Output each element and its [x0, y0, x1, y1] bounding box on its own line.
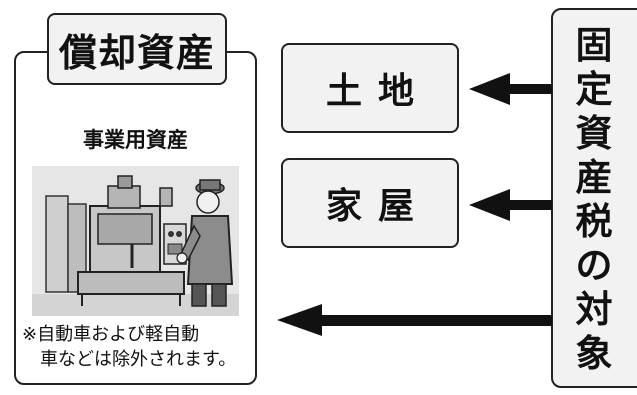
arrow-to-land-head	[469, 73, 510, 105]
arrow-to-depreciable-shaft	[318, 315, 552, 326]
fixed-asset-tax-char: 固	[575, 24, 613, 67]
fixed-asset-tax-char: 象	[575, 332, 613, 375]
fixed-asset-tax-label: 固定資産税の対象	[551, 24, 637, 376]
factory-machine-illustration	[32, 166, 239, 316]
land-box: 土地	[281, 43, 459, 133]
house-box: 家屋	[281, 158, 459, 248]
depreciable-assets-title: 償却資産	[47, 13, 227, 85]
fixed-asset-tax-char: の	[575, 244, 613, 287]
fixed-asset-tax-box	[551, 8, 637, 388]
fixed-asset-tax-char: 定	[575, 68, 613, 111]
exclusion-note-line1: ※自動車および軽自動	[22, 324, 200, 345]
business-assets-label: 事業用資産	[83, 128, 188, 152]
arrow-to-house-head	[469, 189, 510, 221]
fixed-asset-tax-char: 税	[575, 200, 613, 243]
exclusion-note: ※自動車および軽自動 車などは除外されます。	[22, 322, 254, 372]
fixed-asset-tax-char: 資	[575, 112, 613, 155]
arrow-to-house-shaft	[505, 200, 552, 210]
arrow-to-land-shaft	[505, 84, 552, 94]
factory-worker-image	[32, 166, 239, 316]
arrow-to-depreciable-head	[277, 304, 322, 336]
fixed-asset-tax-char: 産	[575, 156, 613, 199]
exclusion-note-line2: 車などは除外されます。	[40, 349, 237, 370]
fixed-asset-tax-char: 対	[575, 288, 613, 331]
